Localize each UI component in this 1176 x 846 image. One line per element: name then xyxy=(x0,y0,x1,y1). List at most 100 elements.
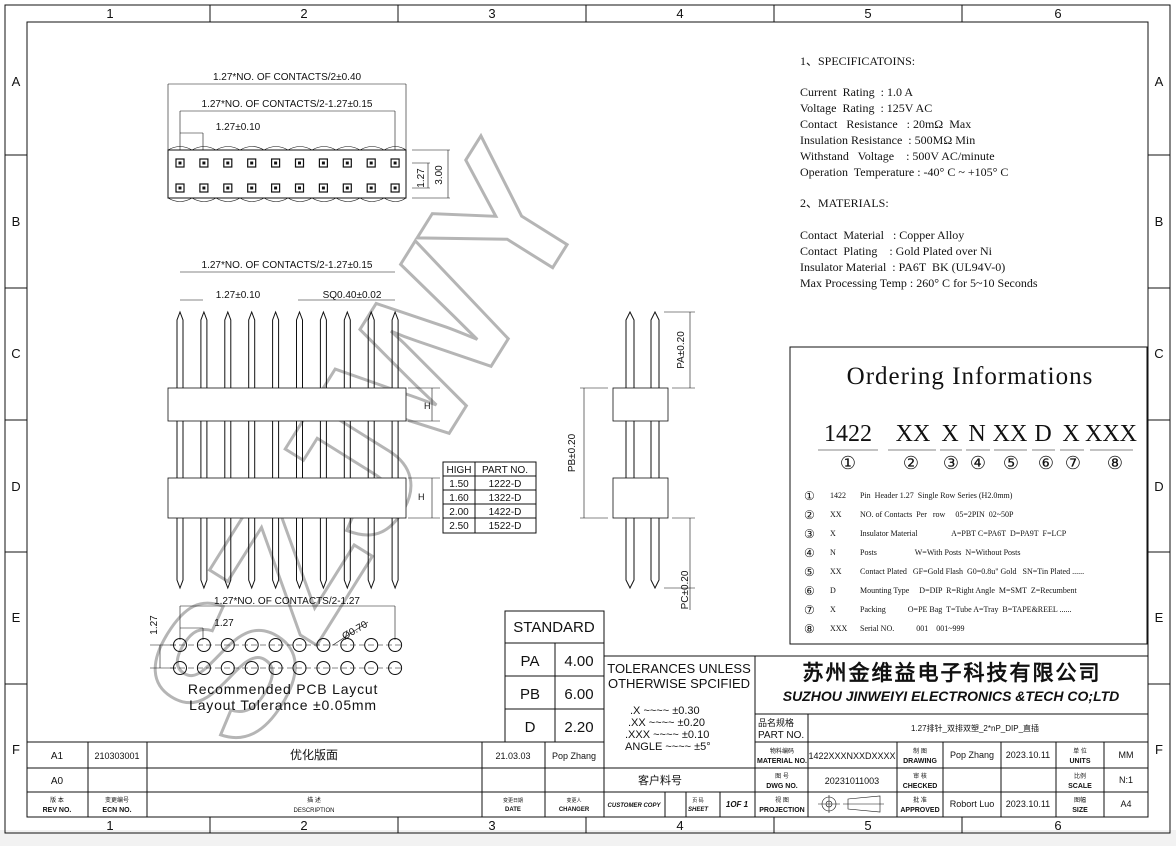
drawing-label-en: DRAWING xyxy=(903,758,937,765)
approved-label-en: APPROVED xyxy=(900,807,939,814)
tolerance-title-2: OTHERWISE SPCIFIED xyxy=(608,676,750,691)
approved-by: Robort Luo xyxy=(950,799,995,809)
tolerance-title-1: TOLERANCES UNLESS xyxy=(607,661,751,676)
outer-frame xyxy=(4,4,1171,834)
spec-line: Current Rating : 1.0 A xyxy=(800,85,913,99)
top-pad-center xyxy=(345,161,349,165)
order-item-num: ⑥ xyxy=(804,584,815,598)
front-pin-top xyxy=(224,310,232,388)
code-part: D xyxy=(1034,421,1051,447)
order-item-code: XX xyxy=(830,567,842,576)
standard-cell: 4.00 xyxy=(564,653,593,670)
front-pin-bottom xyxy=(200,518,208,590)
dim-front-square: SQ0.40±0.02 xyxy=(323,290,382,301)
order-item-code: 1422 xyxy=(830,491,846,500)
customer-copy: CUSTOMER COPY xyxy=(608,803,662,809)
row-label-c: C xyxy=(11,346,20,361)
code-num: ⑧ xyxy=(1107,453,1123,473)
units-label-cn: 单 位 xyxy=(1073,747,1087,755)
sheet-label-cn: 页 码 xyxy=(692,797,703,804)
rev-header-en: DESCRIPTION xyxy=(293,808,334,814)
top-pad-center xyxy=(178,186,182,190)
size-label-en: SIZE xyxy=(1072,807,1088,814)
col-label-5-bottom: 5 xyxy=(864,818,871,833)
dim-pcb-row-pitch: 1.27 xyxy=(149,615,160,635)
dim-front-h2: H xyxy=(418,492,425,502)
front-pin-mid xyxy=(224,421,232,478)
front-pin-bottom xyxy=(224,518,232,590)
order-item-code: XX xyxy=(830,510,842,519)
front-pin-top xyxy=(272,310,280,388)
rev-cell: 210303001 xyxy=(94,751,139,761)
height-col-part: PART NO. xyxy=(482,465,528,476)
dim-pcb-span: 1.27*NO. OF CONTACTS/2-1.27 xyxy=(214,596,360,607)
col-label-3: 3 xyxy=(488,6,495,21)
rev-cell: 21.03.03 xyxy=(495,751,530,761)
standard-title: STANDARD xyxy=(513,619,595,636)
row-label-d-right: D xyxy=(1154,479,1163,494)
spec-line: Contact Resistance : 20mΩ Max xyxy=(800,117,971,131)
dim-top-pitch: 1.27±0.10 xyxy=(216,122,261,133)
front-pin-mid xyxy=(319,421,327,478)
top-pad-center xyxy=(393,161,397,165)
company-name-cn: 苏州金维益电子科技有限公司 xyxy=(803,661,1102,685)
col-label-6-bottom: 6 xyxy=(1054,818,1061,833)
rev-cell: Pop Zhang xyxy=(552,751,596,761)
order-item-desc: NO. of Contacts Per row 05=2PIN 02~50P xyxy=(860,510,1014,519)
order-item-desc: Insulator Material A=PBT C=PA6T D=PA9T F… xyxy=(860,529,1067,538)
dim-top-width: 3.00 xyxy=(434,165,445,185)
checked-label-en: CHECKED xyxy=(903,783,938,790)
size-value: A4 xyxy=(1120,799,1131,809)
front-pin-top xyxy=(343,310,351,388)
order-item-num: ⑦ xyxy=(804,603,815,617)
order-item-desc: Mounting Type D=DIP R=Right Angle M=SMT … xyxy=(860,586,1077,595)
dim-top-overall: 1.27*NO. OF CONTACTS/2±0.40 xyxy=(213,72,362,83)
order-item-num: ② xyxy=(804,508,815,522)
size-label-cn: 图幅 xyxy=(1074,796,1086,804)
top-pad-center xyxy=(298,161,301,165)
dim-top-row-pitch: 1.27 xyxy=(416,168,427,188)
pcb-layout: 1.27*NO. OF CONTACTS/2-1.27 1.27 1.27 Ø0… xyxy=(149,596,404,713)
specifications: 1、SPECIFICATOINS: Current Rating : 1.0 A… xyxy=(800,54,1038,290)
part-name: 1.27排针_双排双塑_2*nP_DIP_直插 xyxy=(911,723,1039,733)
order-item-code: N xyxy=(830,548,836,557)
height-cell: 2.50 xyxy=(449,521,469,532)
front-pin-mid xyxy=(272,421,280,478)
rev-cell: A1 xyxy=(51,751,64,762)
top-pad-center xyxy=(226,186,230,190)
top-pad-center xyxy=(250,186,254,190)
col-label-6: 6 xyxy=(1054,6,1061,21)
code-part: X xyxy=(1062,421,1079,447)
row-label-e-right: E xyxy=(1155,610,1164,625)
col-label-2: 2 xyxy=(300,6,307,21)
front-pin-top xyxy=(248,310,256,388)
order-item-code: XXX xyxy=(830,624,848,633)
top-pad-center xyxy=(345,186,349,190)
dim-pc: PC±0.20 xyxy=(680,570,691,609)
order-item-code: X xyxy=(830,605,836,614)
rev-header-cn: 变更日期 xyxy=(503,797,523,804)
row-label-d: D xyxy=(11,479,20,494)
spec-line: Voltage Rating : 125V AC xyxy=(800,101,932,115)
material-label-en: MATERIAL NO. xyxy=(757,758,807,765)
front-pin-bottom xyxy=(391,518,399,590)
front-pin-top xyxy=(391,310,399,388)
top-pad-center xyxy=(393,186,397,190)
front-pin-bottom xyxy=(176,518,184,590)
spec-line: Withstand Voltage : 500V AC/minute xyxy=(800,149,995,163)
scale-label-cn: 比例 xyxy=(1074,772,1086,780)
order-item-desc: Packing O=PE Bag T=Tube A=Tray B=TAPE&RE… xyxy=(860,605,1072,614)
order-item-desc: Posts W=With Posts N=Without Posts xyxy=(860,548,1020,557)
title-block: 苏州金维益电子科技有限公司 SUZHOU JINWEIYI ELECTRONIC… xyxy=(603,655,1149,818)
row-label-f: F xyxy=(12,742,20,757)
code-part: X xyxy=(941,421,958,447)
code-num: ④ xyxy=(970,453,986,473)
height-cell: 1322-D xyxy=(489,493,522,504)
projection-label-en: PROJECTION xyxy=(759,807,805,814)
code-num: ② xyxy=(903,453,919,473)
pcb-note-1: Recommended PCB Laycut xyxy=(188,681,378,697)
height-cell: 1.60 xyxy=(449,493,469,504)
top-pad-center xyxy=(202,161,206,165)
top-pad-center xyxy=(369,186,373,190)
scale-value: N:1 xyxy=(1119,775,1133,785)
